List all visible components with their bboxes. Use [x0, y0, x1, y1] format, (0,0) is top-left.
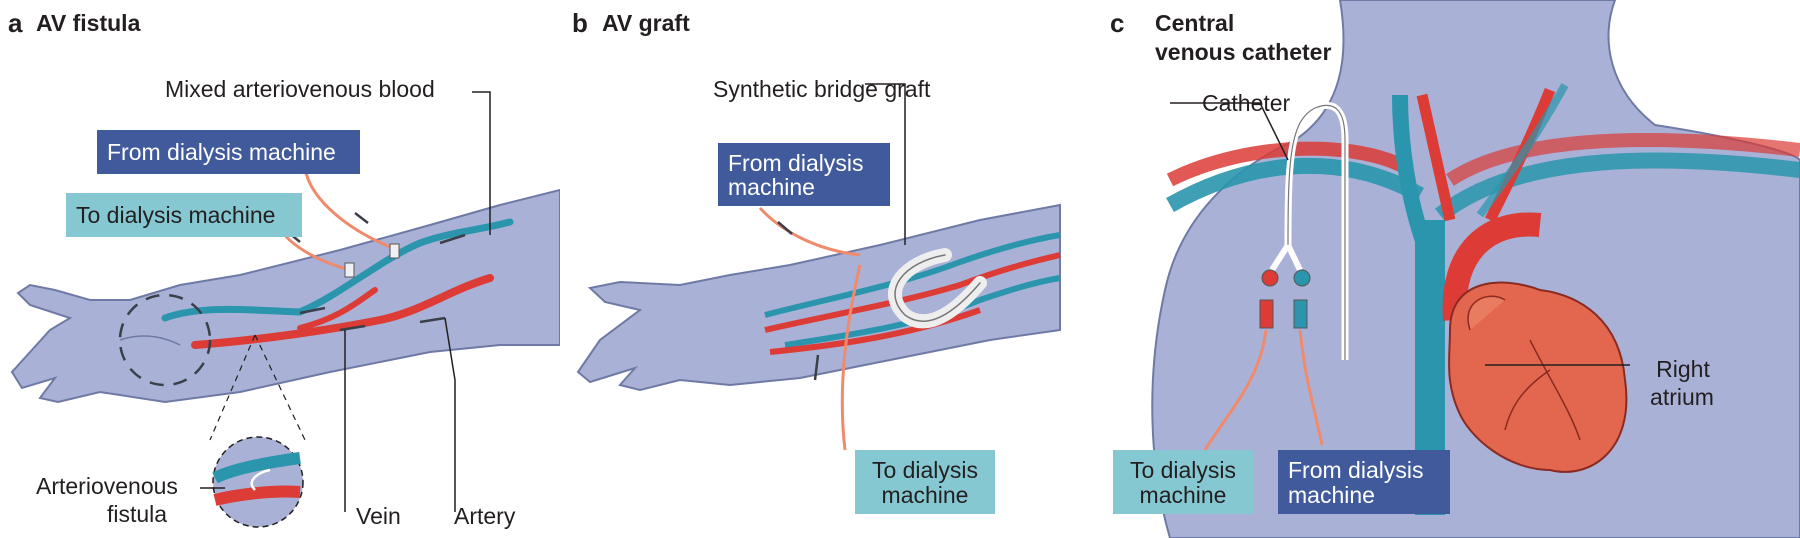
to-dialysis-box: To dialysis machine [1113, 450, 1253, 514]
to-box-line1: To dialysis [871, 457, 979, 483]
panel-letter-a: a [8, 8, 23, 38]
av-graft-illustration [576, 83, 1061, 451]
right-atrium-line1: Right [1656, 356, 1710, 382]
jugular-vein [1166, 157, 1424, 212]
av-fistula-illustration [10, 91, 560, 528]
vein-vessel [764, 232, 1061, 318]
fistula-label-line1: Arteriovenous [36, 473, 178, 499]
panel-c-title-line2: venous catheter [1155, 39, 1332, 65]
catheter-illustration [1151, 0, 1800, 538]
panel-c-title-line1: Central [1155, 10, 1235, 36]
outflow-tube [840, 264, 862, 451]
inflow-tube [303, 167, 399, 252]
fistula-inset [212, 436, 304, 528]
from-box-line2: machine [728, 174, 815, 200]
panel-b-title: AV graft [602, 10, 690, 36]
panel-a-title: AV fistula [36, 10, 141, 36]
to-dialysis-box: To dialysis machine [855, 450, 995, 514]
inflow-tube [758, 206, 861, 257]
to-box-line2: machine [1139, 482, 1227, 508]
panel-central-venous-catheter: c Central venous catheter Catheter Right… [1110, 0, 1800, 538]
to-box-line2: machine [881, 482, 969, 508]
right-atrium-line2: atrium [1650, 384, 1714, 410]
graft-label: Synthetic bridge graft [713, 76, 931, 102]
catheter-label: Catheter [1202, 90, 1291, 116]
inflow-tube [1298, 329, 1324, 446]
mixed-blood-label: Mixed arteriovenous blood [165, 76, 435, 102]
artery-vessel [764, 252, 1061, 333]
from-dialysis-box: From dialysis machine [1278, 450, 1450, 514]
artery-label: Artery [454, 503, 516, 529]
panel-av-graft: b AV graft Synthetic bridge graft From d… [560, 0, 1120, 538]
subclavian-artery [1166, 141, 1414, 187]
artery-vessel [191, 274, 494, 349]
from-box-line1: From dialysis [728, 150, 864, 176]
vein-label: Vein [356, 503, 401, 529]
fistula-label-line2: fistula [107, 501, 168, 527]
from-box-line1: From dialysis [1288, 457, 1424, 483]
from-dialysis-box: From dialysis machine [97, 130, 360, 174]
to-dialysis-box: To dialysis machine [66, 193, 302, 237]
flow-arrows [777, 221, 820, 381]
panel-av-fistula: a AV fistula Mixed arteriovenous blood F… [0, 0, 560, 538]
outflow-tube [1203, 329, 1268, 451]
panel-letter-c: c [1110, 8, 1125, 38]
from-box-line2: machine [1288, 482, 1375, 508]
panel-letter-b: b [572, 8, 588, 38]
vein-vessel [161, 218, 514, 322]
heart [1448, 281, 1628, 473]
from-dialysis-box: From dialysis machine [718, 143, 890, 206]
to-box-line1: To dialysis [1129, 457, 1237, 483]
